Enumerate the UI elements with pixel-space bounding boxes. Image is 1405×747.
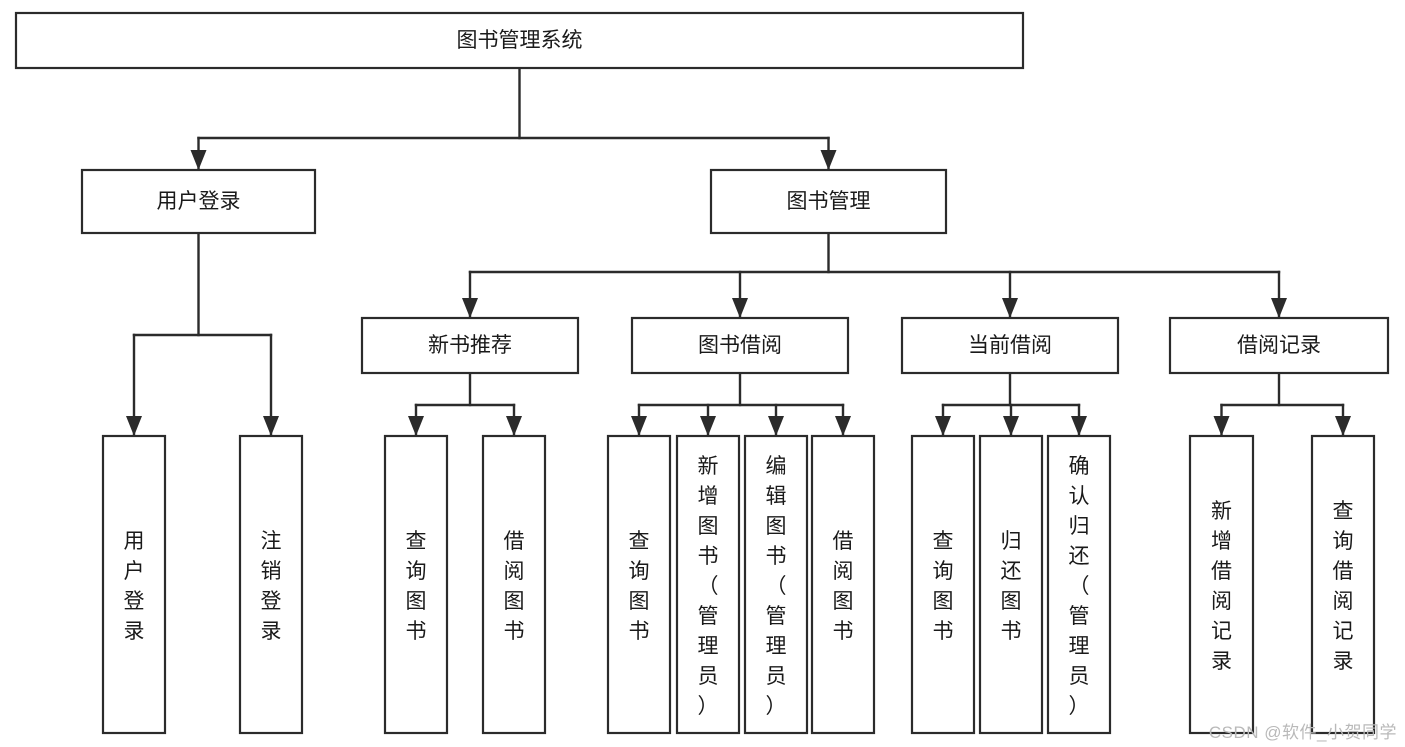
arrow-head-icon: [820, 150, 837, 170]
leaf-label: 新增图书（管理员）: [698, 455, 719, 718]
level3-label: 新书推荐: [428, 334, 512, 357]
arrow-head-icon: [1335, 416, 1351, 436]
arrow-head-icon: [1003, 416, 1019, 436]
root-box[interactable]: [14, 11, 1025, 70]
level3-box[interactable]: [900, 316, 1120, 375]
leaf-node[interactable]: 查询图书: [383, 434, 449, 735]
level2-node[interactable]: 图书管理: [709, 168, 948, 235]
connector-group: [631, 371, 851, 437]
arrow-head-icon: [768, 416, 784, 436]
leaf-box[interactable]: [481, 434, 547, 735]
leaf-node[interactable]: 注销登录: [238, 434, 304, 735]
leaf-node[interactable]: 新增图书（管理员）: [675, 434, 741, 735]
level3-node[interactable]: 图书借阅: [630, 316, 850, 375]
level2-node[interactable]: 用户登录: [80, 168, 317, 235]
leaf-box[interactable]: [383, 434, 449, 735]
leaf-box[interactable]: [101, 434, 167, 735]
arrow-head-icon: [263, 416, 279, 436]
leaf-box[interactable]: [606, 434, 672, 735]
arrow-head-icon: [408, 416, 424, 436]
leaf-label: 查询图书: [406, 530, 427, 643]
arrow-head-icon: [631, 416, 647, 436]
leaf-node[interactable]: 确认归还（管理员）: [1046, 434, 1112, 735]
connector-layer: [126, 66, 1351, 437]
leaf-label: 查询图书: [933, 530, 954, 643]
leaf-box[interactable]: [238, 434, 304, 735]
level3-node[interactable]: 当前借阅: [900, 316, 1120, 375]
arrow-head-icon: [1271, 298, 1287, 318]
connector-group: [190, 66, 837, 171]
leaf-node[interactable]: 借阅图书: [481, 434, 547, 735]
leaf-label: 借阅图书: [504, 530, 525, 643]
connector-group: [935, 371, 1087, 437]
leaf-node[interactable]: 用户登录: [101, 434, 167, 735]
level3-box[interactable]: [630, 316, 850, 375]
root-label: 图书管理系统: [457, 29, 583, 52]
leaf-label: 查询借阅记录: [1333, 500, 1354, 673]
level3-node[interactable]: 新书推荐: [360, 316, 580, 375]
leaf-label: 新增借阅记录: [1211, 500, 1232, 673]
leaf-node[interactable]: 新增借阅记录: [1188, 434, 1255, 735]
connector-group: [408, 371, 522, 437]
leaf-box[interactable]: [1188, 434, 1255, 735]
arrow-head-icon: [506, 416, 522, 436]
leaf-node[interactable]: 查询借阅记录: [1310, 434, 1376, 735]
leaf-label: 借阅图书: [833, 530, 854, 643]
root-node[interactable]: 图书管理系统: [14, 11, 1025, 70]
arrow-head-icon: [462, 298, 478, 318]
level3-box[interactable]: [360, 316, 580, 375]
arrow-head-icon: [1071, 416, 1087, 436]
leaf-node[interactable]: 查询图书: [606, 434, 672, 735]
level2-box[interactable]: [709, 168, 948, 235]
leaf-node[interactable]: 编辑图书（管理员）: [743, 434, 809, 735]
level3-node[interactable]: 借阅记录: [1168, 316, 1390, 375]
connector-group: [1213, 371, 1351, 437]
leaf-box[interactable]: [1310, 434, 1376, 735]
arrow-head-icon: [935, 416, 951, 436]
leaf-box[interactable]: [1046, 434, 1112, 735]
level3-label: 借阅记录: [1237, 334, 1321, 357]
connector-group: [462, 231, 1287, 319]
level2-label: 图书管理: [787, 190, 871, 213]
leaf-label: 查询图书: [629, 530, 650, 643]
leaf-label: 确认归还（管理员）: [1069, 455, 1090, 718]
leaf-box[interactable]: [978, 434, 1044, 735]
leaf-label: 归还图书: [1001, 530, 1022, 643]
arrow-head-icon: [835, 416, 851, 436]
arrow-head-icon: [700, 416, 716, 436]
leaf-node[interactable]: 查询图书: [910, 434, 976, 735]
arrow-head-icon: [190, 150, 207, 170]
level3-label: 图书借阅: [698, 334, 782, 357]
level2-box[interactable]: [80, 168, 317, 235]
leaf-label: 用户登录: [124, 530, 145, 643]
arrow-head-icon: [126, 416, 142, 436]
leaf-label: 编辑图书（管理员）: [766, 455, 787, 718]
connector-group: [126, 231, 279, 437]
level2-label: 用户登录: [157, 190, 241, 213]
node-layer: 图书管理系统用户登录图书管理新书推荐图书借阅当前借阅借阅记录用户登录注销登录查询…: [14, 11, 1390, 735]
leaf-node[interactable]: 归还图书: [978, 434, 1044, 735]
arrow-head-icon: [1002, 298, 1018, 318]
leaf-box[interactable]: [675, 434, 741, 735]
leaf-label: 注销登录: [261, 530, 282, 643]
leaf-node[interactable]: 借阅图书: [810, 434, 876, 735]
level3-box[interactable]: [1168, 316, 1390, 375]
level3-label: 当前借阅: [968, 334, 1052, 357]
arrow-head-icon: [732, 298, 748, 318]
arrow-head-icon: [1213, 416, 1230, 436]
leaf-box[interactable]: [810, 434, 876, 735]
leaf-box[interactable]: [743, 434, 809, 735]
leaf-box[interactable]: [910, 434, 976, 735]
